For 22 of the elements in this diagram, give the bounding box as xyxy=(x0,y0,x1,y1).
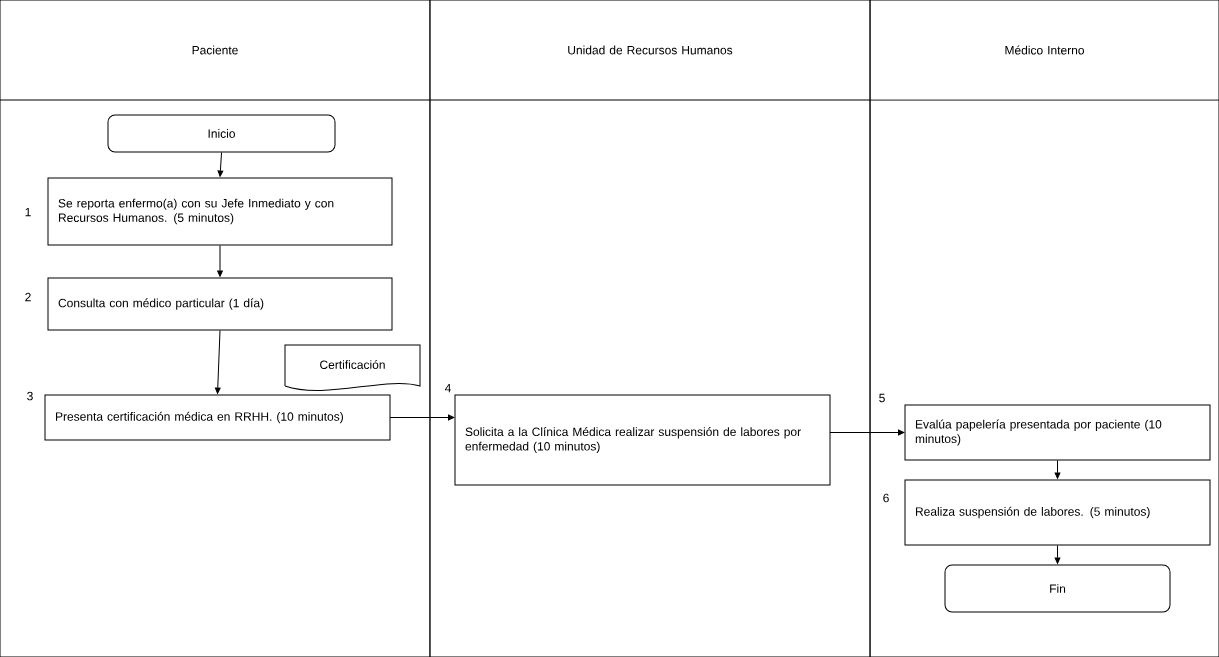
arrow xyxy=(1054,545,1061,564)
arrow xyxy=(217,245,223,277)
process-box: Se reporta enfermo(a) con su Jefe Inmediato y con Recursos Humanos. (5 minutos) xyxy=(47,177,393,246)
process-box: Realiza suspensión de labores. (5 minutos) xyxy=(904,479,1211,546)
step-number: 2 xyxy=(25,292,31,302)
step-number: 5 xyxy=(879,393,885,403)
arrow xyxy=(1054,460,1061,479)
arrow xyxy=(389,414,455,421)
process-box: Presenta certificación médica en RRHH. (10 minutos) xyxy=(44,394,391,441)
arrow xyxy=(829,429,905,436)
process-box: Consulta con médico particular (1 día) xyxy=(47,277,393,331)
terminal-box: Inicio xyxy=(107,114,336,153)
process-box: Evalúa papelería presentada por paciente (10 minutos) xyxy=(904,404,1211,461)
step-number: 6 xyxy=(883,493,889,503)
arrow xyxy=(214,330,221,394)
step-number: 3 xyxy=(27,391,33,401)
step-number: 4 xyxy=(444,383,451,393)
step-number: 1 xyxy=(25,207,31,217)
document-shape: Certificación xyxy=(284,344,421,391)
process-box: Solicita a la Clínica Médica realizar suspensión de labores por enfermedad (10 minutos) xyxy=(454,394,831,486)
terminal-box: Fin xyxy=(944,564,1171,613)
arrow xyxy=(217,152,224,177)
